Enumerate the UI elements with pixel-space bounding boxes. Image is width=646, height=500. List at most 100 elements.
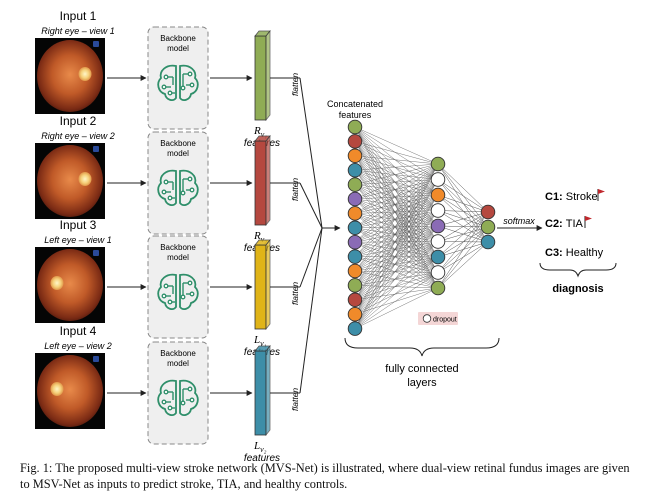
fc-edge	[354, 198, 439, 289]
class-label-3: C3: Healthy	[545, 247, 604, 259]
fc-edge	[354, 184, 439, 289]
fc-edge	[354, 163, 439, 228]
image-marker-icon	[93, 250, 99, 256]
fc-edge	[354, 179, 439, 243]
fc-edge	[354, 155, 439, 227]
circuit-node	[167, 90, 173, 96]
feature-bar	[254, 244, 267, 330]
output-node	[480, 219, 496, 235]
hidden-node	[430, 218, 446, 234]
fc-edge	[354, 225, 439, 329]
concat-node	[347, 162, 363, 178]
fc-edge	[354, 126, 439, 289]
fc-label: fully connected	[385, 363, 458, 375]
fc-edge	[354, 155, 439, 211]
fc-edge	[354, 210, 439, 243]
fc-edge	[354, 194, 439, 200]
fc-edge	[354, 163, 439, 200]
fc-edge	[354, 198, 439, 211]
fc-edge	[354, 225, 439, 228]
fc-edge	[354, 242, 439, 289]
fc-edge	[437, 211, 489, 258]
backbone-box	[147, 131, 209, 235]
concat-node	[347, 177, 363, 192]
feature-label: Rv₂	[253, 230, 267, 244]
concat-node	[347, 148, 363, 164]
concat-node	[347, 191, 363, 207]
view-label: Right eye – view 1	[41, 26, 115, 36]
concat-node	[347, 119, 363, 135]
brain-left-half	[157, 273, 177, 310]
fc-edge	[354, 194, 439, 300]
fc-edge	[354, 163, 439, 243]
fc-edge	[354, 227, 439, 242]
concat-node	[347, 249, 363, 264]
flatten-label: flatten	[290, 388, 300, 411]
diagnosis-label: diagnosis	[552, 283, 603, 295]
fc-edge	[354, 163, 439, 272]
fc-edge	[354, 210, 439, 315]
fc-edge	[354, 256, 439, 272]
fc-edge	[354, 170, 439, 211]
circuit-node	[161, 399, 167, 405]
fundus-image	[37, 249, 103, 321]
feature-label: Lv₁	[253, 334, 267, 348]
fc-edge	[437, 241, 489, 289]
fc-edge	[354, 241, 439, 272]
circuit-node	[161, 84, 167, 90]
fc-edge	[354, 163, 439, 286]
fc-edge	[354, 184, 439, 227]
fc-edge	[354, 170, 439, 227]
fc-edge	[354, 210, 439, 272]
hidden-node	[430, 265, 446, 280]
fc-edge	[354, 210, 439, 214]
fc-edge	[354, 272, 439, 315]
circuit-node	[163, 179, 169, 185]
flatten-label: flatten	[290, 282, 300, 305]
optic-disc	[50, 382, 64, 396]
brain-right-half	[179, 379, 199, 416]
fc-edge	[354, 287, 439, 300]
fc-edge	[354, 163, 439, 329]
fc-edge	[354, 126, 439, 165]
fc-edge	[354, 225, 439, 243]
fc-edge	[354, 184, 439, 258]
fc-edge	[354, 163, 439, 214]
fc-edge	[354, 198, 439, 258]
fc-edge	[354, 155, 439, 180]
circuit-node	[161, 293, 167, 299]
fc-edge	[354, 194, 439, 243]
concat-node	[347, 306, 363, 322]
fc-edge	[354, 272, 439, 329]
backbone-label: model	[167, 44, 189, 53]
backbone-label: Backbone	[160, 139, 196, 148]
circuit-node	[163, 389, 169, 395]
fc-edge	[354, 285, 439, 289]
concat-node	[347, 278, 363, 293]
circuit-node	[167, 405, 173, 411]
fc-edge	[354, 141, 439, 165]
feature-bar	[254, 35, 267, 121]
brain-left-half	[157, 169, 177, 206]
fc-edge	[354, 170, 439, 180]
fc-edge	[354, 213, 439, 242]
brain-right-half	[179, 64, 199, 101]
input-title: Input 3	[60, 218, 97, 232]
image-marker-icon	[93, 146, 99, 152]
input-title: Input 4	[60, 324, 97, 338]
fc-edge	[354, 155, 439, 165]
class-label-2: C2: TIA	[545, 218, 584, 230]
optic-disc	[78, 67, 92, 81]
concat-node	[347, 206, 363, 221]
fc-edge	[354, 179, 439, 300]
fc-edge	[354, 225, 439, 272]
input-title: Input 1	[60, 9, 97, 23]
fc-edge	[354, 126, 439, 273]
fc-edge	[437, 210, 489, 213]
fc-edge	[354, 213, 439, 258]
fc-edge	[354, 287, 439, 315]
fc-edge	[354, 194, 439, 214]
fc-edge	[354, 194, 439, 272]
fc-edge	[437, 226, 489, 289]
